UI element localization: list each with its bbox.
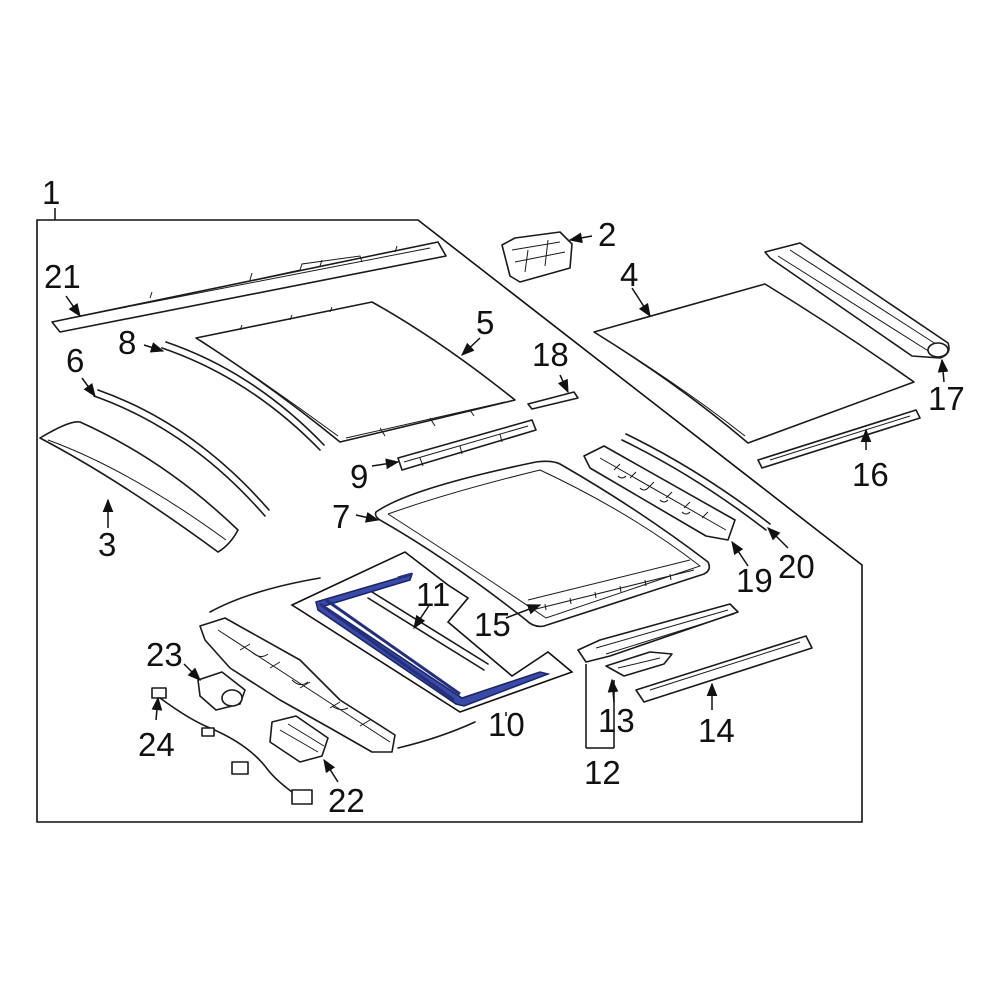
part-6-seal: [93, 389, 270, 517]
leader-19: [731, 540, 749, 567]
leader-5: [461, 337, 481, 356]
callout-19: 19: [736, 562, 773, 599]
part-14-rail-trim: [635, 635, 813, 703]
callout-11: 11: [416, 576, 450, 613]
callout-21: 21: [44, 258, 81, 295]
callout-10: 10: [488, 706, 525, 743]
callout-22: 22: [328, 782, 365, 819]
subassembly-box-10: [290, 551, 574, 713]
part-16-rail-strip: [757, 409, 921, 469]
callout-1: 1: [42, 174, 60, 211]
callout-6: 6: [66, 342, 84, 379]
leader-15: [505, 604, 542, 619]
part-4-glass-panel: [593, 283, 915, 444]
part-3-glass-panel: [39, 421, 239, 553]
callout-17: 17: [928, 380, 965, 417]
part-13-bracket: [605, 651, 673, 677]
leader-2: [568, 232, 593, 244]
callout-23: 23: [146, 636, 183, 673]
callout-5: 5: [476, 304, 494, 341]
part-21-rear-rail: [51, 241, 447, 333]
leader-18: [557, 374, 569, 394]
leader-9: [371, 458, 400, 470]
part-8-seal: [161, 341, 325, 451]
callout-15: 15: [474, 606, 511, 643]
callout-3: 3: [98, 526, 116, 563]
callout-12: 12: [584, 754, 621, 791]
callout-14: 14: [698, 712, 735, 749]
leader-11: [413, 603, 431, 630]
part-19-deflector: [583, 445, 736, 541]
part-20-seal: [621, 433, 771, 531]
callout-18: 18: [532, 336, 569, 373]
callout-13: 13: [598, 702, 635, 739]
part-7-frame-seal: [374, 460, 711, 628]
callout-4: 4: [620, 256, 638, 293]
callout-7: 7: [332, 498, 350, 535]
part-23-motor: [197, 671, 246, 711]
callout-2: 2: [598, 216, 616, 253]
leader-7: [355, 512, 380, 523]
leader-6: [81, 377, 96, 398]
part-5-glass-panel: [195, 301, 516, 443]
leader-8: [143, 342, 165, 353]
leader-17: [937, 358, 949, 383]
callout-8: 8: [118, 324, 136, 361]
callout-16: 16: [852, 456, 889, 493]
leader-4: [631, 287, 651, 318]
part-22-control-module: [269, 715, 329, 763]
part-18-clip: [527, 391, 579, 410]
leader-22: [323, 758, 339, 783]
part-9-guide-rail: [397, 419, 537, 471]
callout-20: 20: [778, 548, 815, 585]
callout-9: 9: [350, 458, 368, 495]
callout-24: 24: [138, 726, 175, 763]
leader-24: [151, 696, 163, 721]
leader-20: [767, 527, 789, 549]
part-17-roller-blind: [764, 242, 950, 359]
part-12-side-rail: [577, 603, 739, 663]
leader-13: [607, 678, 619, 703]
assembly-frame: [36, 219, 863, 823]
leader-21: [65, 295, 81, 318]
leader-23: [183, 663, 201, 681]
part-11-rod: [367, 591, 489, 671]
drive-assembly-frame: [199, 577, 476, 753]
part-2-bracket: [501, 231, 573, 283]
part-10-seal-frame-highlighted: [315, 572, 551, 707]
